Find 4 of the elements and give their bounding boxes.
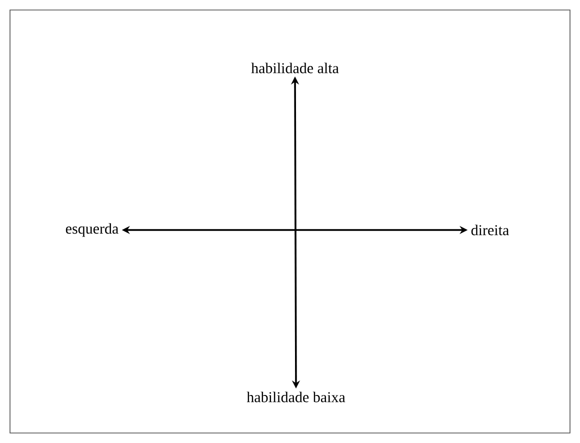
axis-label: habilidade alta [251,62,339,74]
axis-label: habilidade baixa [246,392,346,402]
axis-label: direita [471,224,509,236]
axis-label: esquerda [66,223,118,237]
